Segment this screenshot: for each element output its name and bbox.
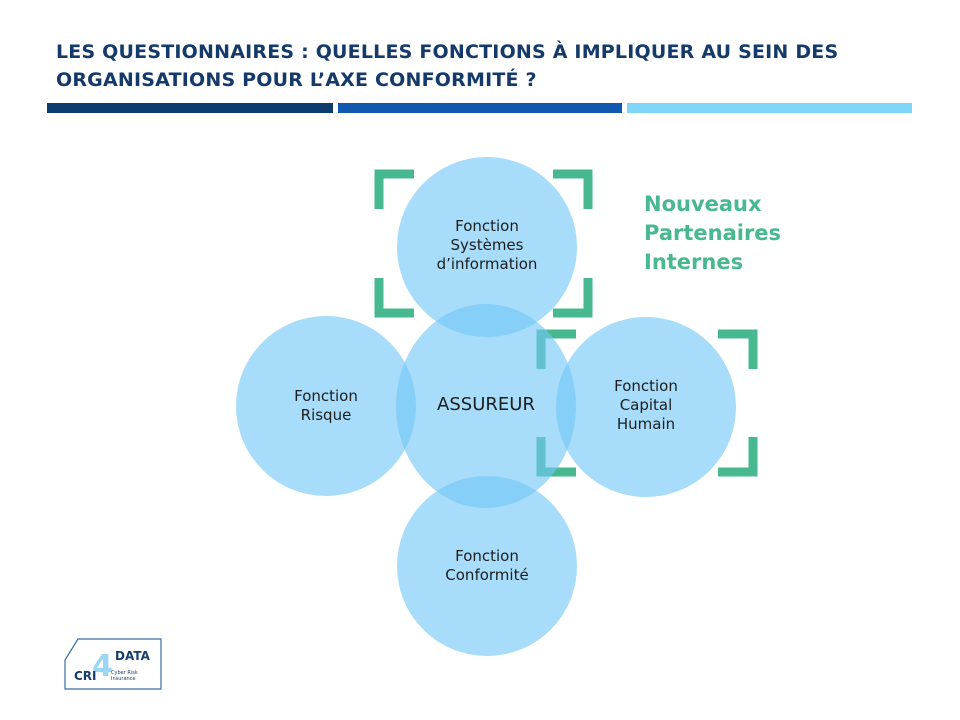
label-right-line-1: Fonction xyxy=(614,377,678,395)
label-conformite: Fonction Conformité xyxy=(397,547,577,585)
title-rule-dark xyxy=(47,103,333,113)
logo-brand-bottom: CRI xyxy=(74,669,97,683)
bracket-top-br xyxy=(553,278,593,318)
partners-line-1: Nouveaux xyxy=(644,192,762,216)
label-left-line-1: Fonction xyxy=(294,387,358,405)
bracket-top-tl xyxy=(374,169,414,209)
label-bottom-line-1: Fonction xyxy=(455,547,519,565)
partners-line-3: Internes xyxy=(644,250,744,274)
title-rule-light xyxy=(627,103,912,113)
circle-assureur xyxy=(396,304,576,508)
bracket-right-br xyxy=(718,437,758,477)
label-top-line-1: Fonction xyxy=(455,217,519,235)
logo-brand-top: DATA xyxy=(115,649,150,663)
label-top-line-3: d’information xyxy=(436,255,538,273)
bracket-right-tr xyxy=(718,329,758,369)
logo-frame: 4 xyxy=(64,638,162,690)
logo-number: 4 xyxy=(92,649,113,684)
label-right-line-2: Capital xyxy=(619,396,673,414)
label-bottom-line-2: Conformité xyxy=(445,566,529,584)
label-capital-humain: Fonction Capital Humain xyxy=(556,377,736,434)
label-right-line-3: Humain xyxy=(616,415,676,433)
partners-line-2: Partenaires xyxy=(644,221,782,245)
circle-conformite xyxy=(397,476,577,656)
logo-tagline-2: Insurance xyxy=(111,676,136,682)
circle-systemes-information xyxy=(397,157,577,337)
circle-risque xyxy=(236,316,416,496)
label-systemes-information: Fonction Systèmes d’information xyxy=(397,217,577,274)
slide-title: LES QUESTIONNAIRES : QUELLES FONCTIONS À… xyxy=(56,38,916,94)
label-assureur: ASSUREUR xyxy=(437,394,535,415)
nouveaux-partenaires-label: Nouveaux Partenaires Internes xyxy=(644,190,781,277)
label-left-line-2: Risque xyxy=(300,406,352,424)
bracket-top-tr xyxy=(553,169,593,209)
slide-title-line-2: ORGANISATIONS POUR L’AXE CONFORMITÉ ? xyxy=(56,69,537,91)
bracket-top-bl xyxy=(374,278,414,318)
title-rule-mid xyxy=(338,103,622,113)
label-risque: Fonction Risque xyxy=(236,387,416,425)
logo-tagline-1: Cyber Risk xyxy=(111,670,138,676)
cri4data-logo: 4 DATA CRI Cyber Risk Insurance xyxy=(64,638,162,690)
label-top-line-2: Systèmes xyxy=(450,236,524,254)
slide-title-line-1: LES QUESTIONNAIRES : QUELLES FONCTIONS À… xyxy=(56,41,839,63)
circle-capital-humain xyxy=(556,317,736,497)
